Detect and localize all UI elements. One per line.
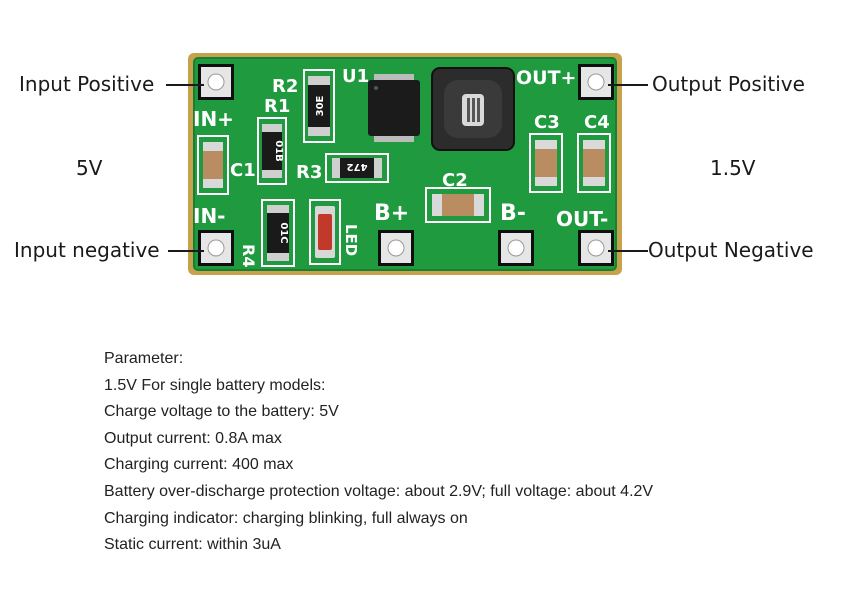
label-input-negative: Input negative xyxy=(14,238,160,262)
resistor-r1 xyxy=(257,117,287,185)
silk-c2: C2 xyxy=(442,170,468,191)
pad-b-plus xyxy=(378,230,414,266)
r3-code: 472 xyxy=(347,161,368,172)
silk-in-plus: IN+ xyxy=(193,107,234,131)
led xyxy=(309,199,341,265)
inductor xyxy=(431,67,515,151)
label-input-voltage: 5V xyxy=(76,156,103,180)
capacitor-c1 xyxy=(197,135,229,195)
label-output-voltage: 1.5V xyxy=(710,156,756,180)
leader-input-positive xyxy=(166,84,204,86)
pad-b-minus xyxy=(498,230,534,266)
parameter-line: Charge voltage to the battery: 5V xyxy=(104,403,339,421)
silk-u1: U1 xyxy=(342,66,369,87)
parameter-line: Battery over-discharge protection voltag… xyxy=(104,482,654,500)
r4-code: 01C xyxy=(278,222,289,243)
parameter-line: 1.5V For single battery models: xyxy=(104,376,326,394)
silk-r3: R3 xyxy=(296,162,322,183)
leader-output-negative xyxy=(608,250,648,252)
silk-c1: C1 xyxy=(230,160,256,181)
pad-out-minus xyxy=(578,230,614,266)
silk-r4: R4 xyxy=(239,244,258,267)
silk-b-plus: B+ xyxy=(374,201,409,226)
resistor-r2 xyxy=(303,69,335,143)
capacitor-c4 xyxy=(577,133,611,193)
parameter-line: Charging indicator: charging blinking, f… xyxy=(104,509,468,527)
silk-c3: C3 xyxy=(534,112,560,133)
capacitor-c3 xyxy=(529,133,563,193)
silk-out-plus: OUT+ xyxy=(516,67,576,89)
label-output-positive: Output Positive xyxy=(652,72,805,96)
silk-r2: R2 xyxy=(272,76,298,97)
pad-out-plus xyxy=(578,64,614,100)
pad-in-minus xyxy=(198,230,234,266)
silk-b-minus: B- xyxy=(500,201,526,226)
resistor-r3 xyxy=(325,153,389,183)
parameter-line: Static current: within 3uA xyxy=(104,536,281,554)
silk-r1: R1 xyxy=(264,96,290,117)
silk-in-minus: IN- xyxy=(193,204,225,228)
leader-output-positive xyxy=(608,84,648,86)
pcb-module-illustration: 01B 30E 472 01C IN+ IN- OUT+ OUT- B+ B- … xyxy=(188,53,622,275)
label-output-negative: Output Negative xyxy=(648,238,814,262)
r2-code: 30E xyxy=(315,95,326,116)
parameter-line: Parameter: xyxy=(104,350,184,367)
r1-code: 01B xyxy=(273,140,284,162)
parameter-line: Output current: 0.8A max xyxy=(104,429,282,447)
parameter-line: Charging current: 400 max xyxy=(104,456,294,474)
pad-in-plus xyxy=(198,64,234,100)
label-input-positive: Input Positive xyxy=(19,72,155,96)
leader-input-negative xyxy=(168,250,204,252)
u1-chip xyxy=(368,74,420,142)
silk-out-minus: OUT- xyxy=(556,207,608,231)
capacitor-c2 xyxy=(425,187,491,223)
silk-led: LED xyxy=(342,224,360,256)
parameter-list: Parameter: 1.5V For single battery model… xyxy=(104,346,653,559)
silk-c4: C4 xyxy=(584,112,610,133)
resistor-r4 xyxy=(261,199,295,267)
